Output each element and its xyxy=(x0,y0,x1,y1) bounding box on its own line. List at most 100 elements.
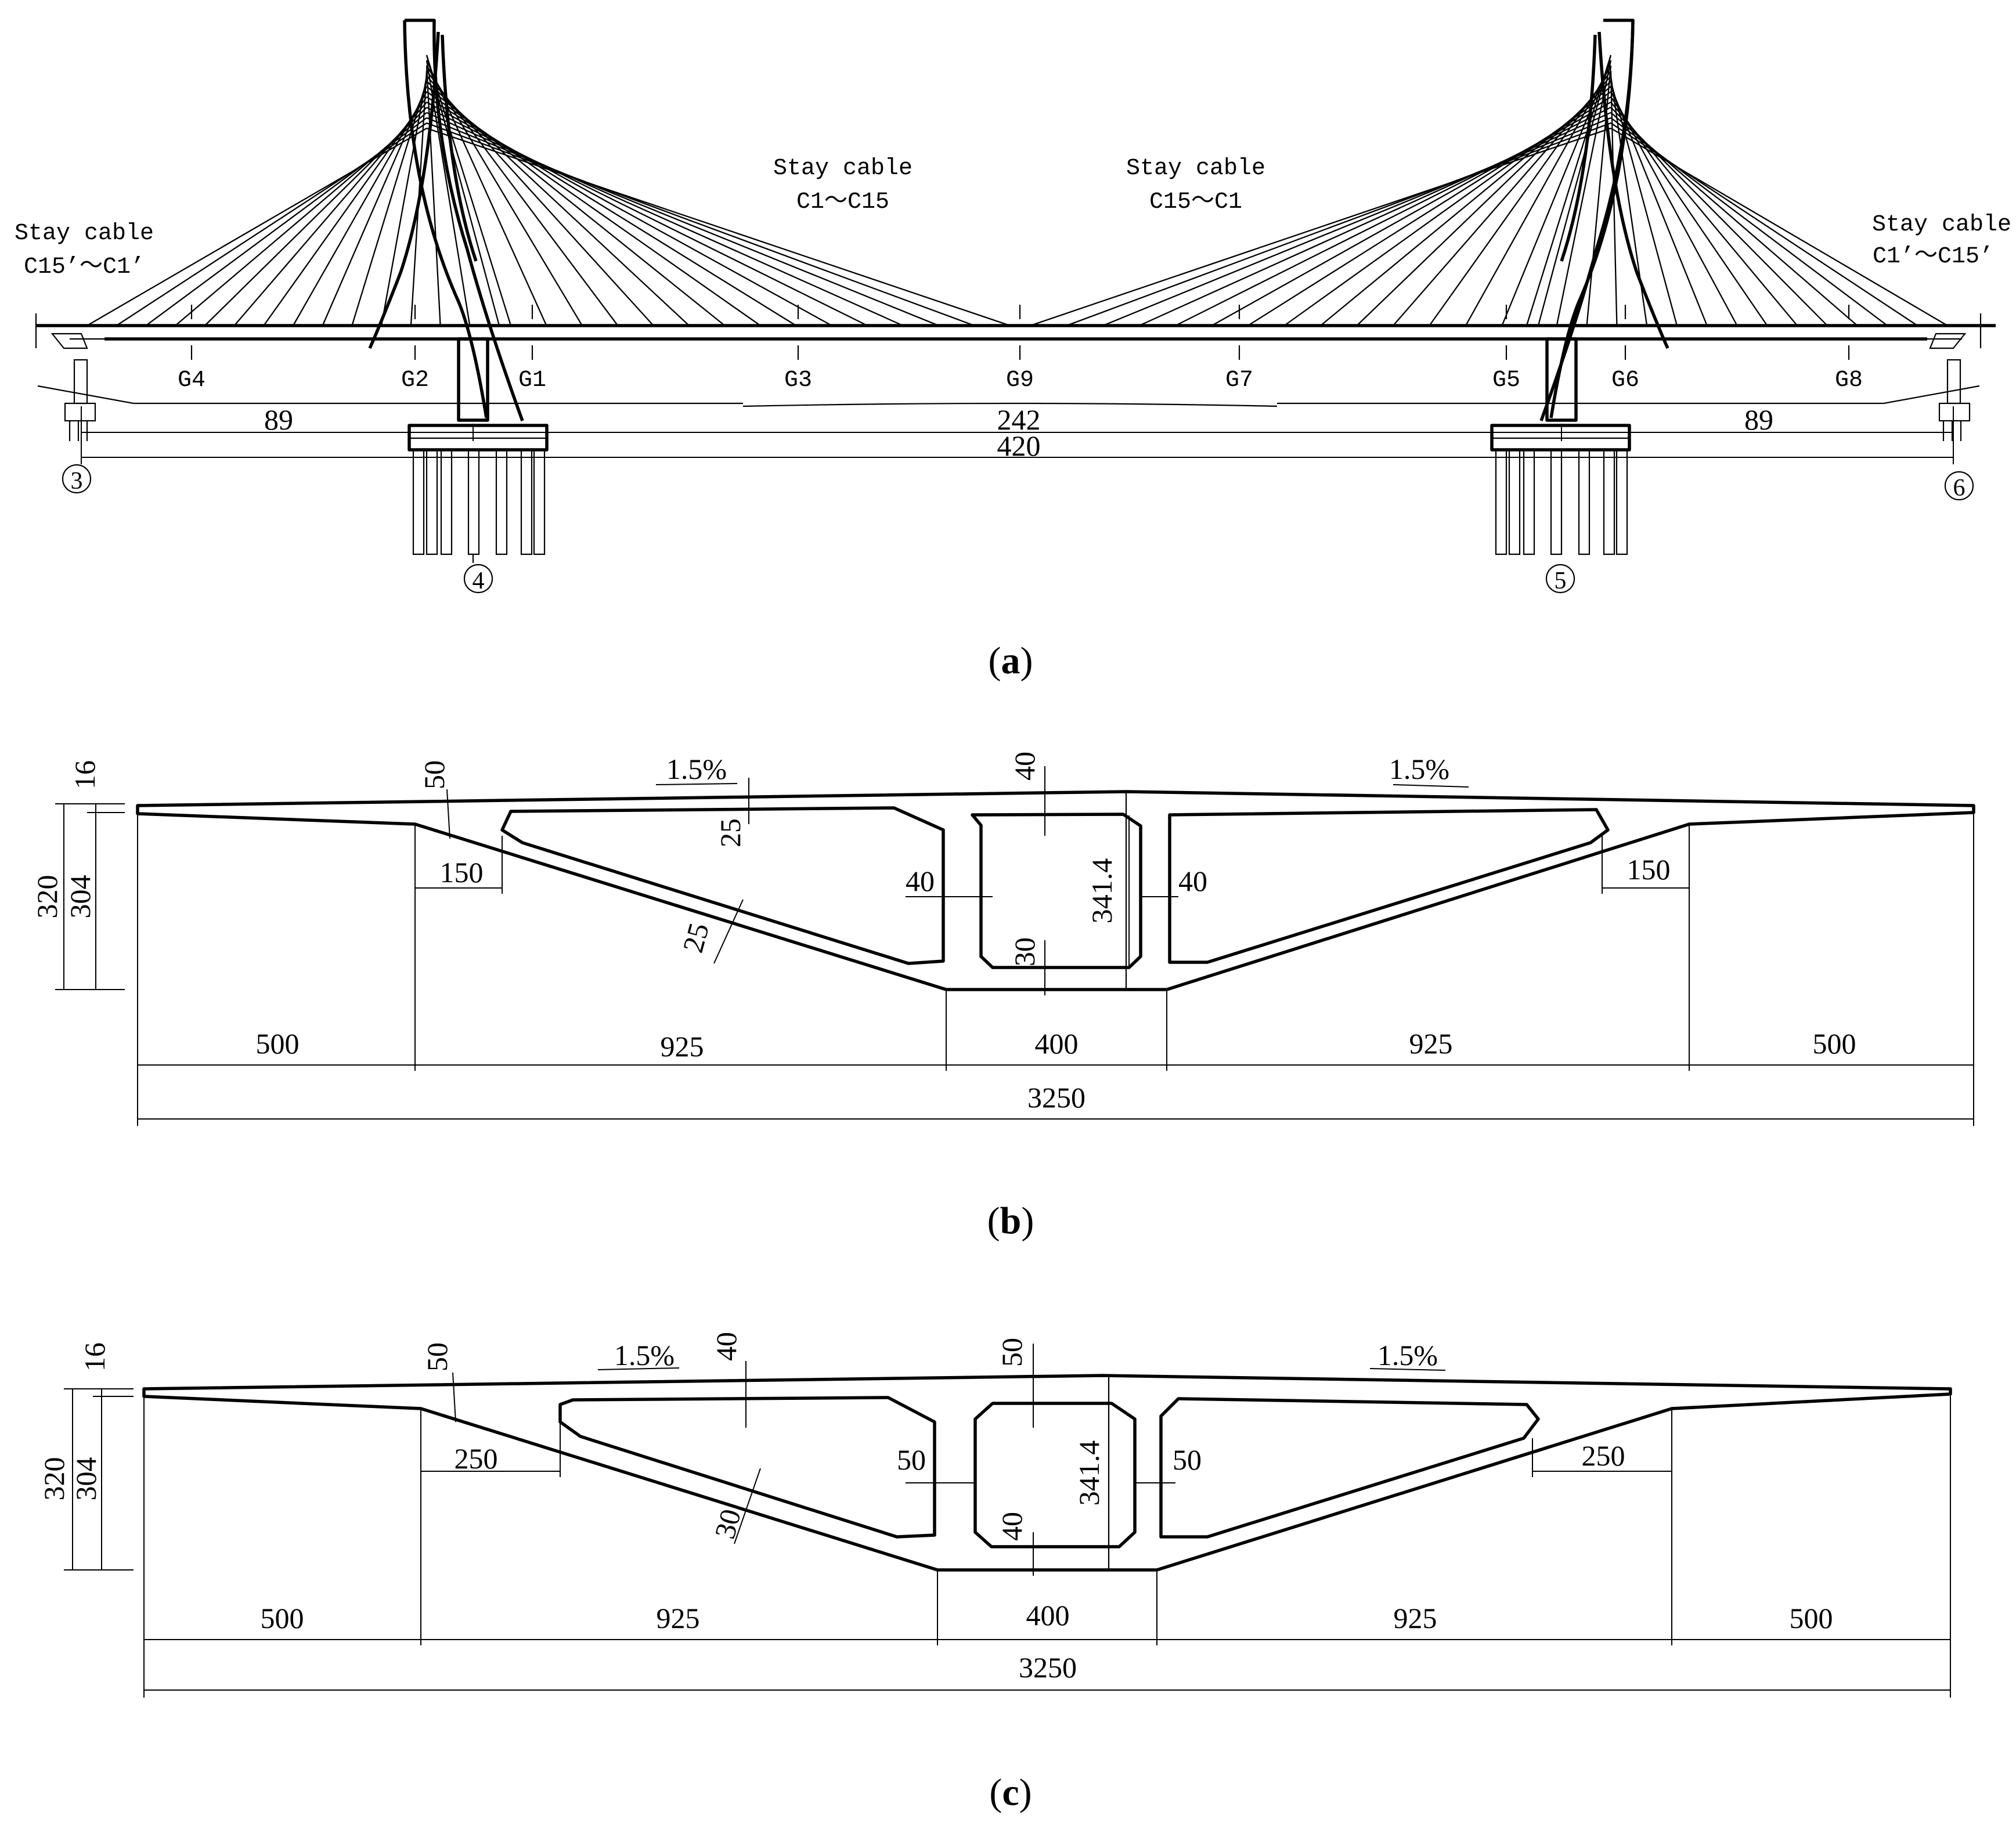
span-total: 420 xyxy=(997,429,1041,462)
dim-top-slab: 50 xyxy=(996,1338,1028,1367)
stay-cable xyxy=(1211,101,1611,327)
stay-cables xyxy=(86,55,1948,327)
cable-label-range: C1～C15 xyxy=(796,189,889,215)
cable-label: Stay cable xyxy=(15,221,154,247)
stay-cable xyxy=(426,91,761,326)
stay-cable xyxy=(116,122,427,326)
dim-flange-root: 50 xyxy=(418,760,450,789)
dim-web-inclined: 30 xyxy=(708,1506,747,1542)
dim-height-web: 304 xyxy=(64,875,96,919)
dim-cantilever-left: 500 xyxy=(261,1602,304,1634)
cable-label-range: C1’～C15’ xyxy=(1873,244,1993,270)
dim-bottom-right: 925 xyxy=(1394,1602,1437,1634)
dim-web-left: 50 xyxy=(897,1443,926,1476)
section-label: G5 xyxy=(1492,367,1520,393)
stay-cable xyxy=(1525,55,1612,326)
dim-cantilever-right: 500 xyxy=(1813,1027,1856,1060)
stay-cable xyxy=(1139,111,1611,327)
stay-cable xyxy=(175,112,427,326)
stay-cable xyxy=(426,65,583,326)
cable-label: Stay cable xyxy=(773,156,913,182)
span-main: 242 xyxy=(997,403,1041,436)
stay-cable xyxy=(1610,128,1948,326)
end-pier-right xyxy=(1938,359,1971,441)
span-right: 89 xyxy=(1744,403,1773,436)
stay-cable xyxy=(1610,122,1918,326)
dim-bottom-slab: 40 xyxy=(996,1512,1028,1541)
pylon-left xyxy=(368,19,549,452)
section-label: G2 xyxy=(401,367,429,393)
stay-cable xyxy=(426,101,832,327)
stay-cable xyxy=(1610,117,1888,326)
cable-labels: Stay cable C15’～C1’ Stay cable C1～C15 St… xyxy=(15,156,2011,280)
pier-number: 5 xyxy=(1555,568,1567,594)
section-labels: G4 G2 G1 G3 G9 G7 G5 G6 G8 xyxy=(178,367,1863,393)
stay-cable xyxy=(322,86,428,326)
dim-web-right: 40 xyxy=(1178,865,1207,897)
pier-number: 4 xyxy=(473,568,485,594)
dim-flange-root: 50 xyxy=(421,1342,453,1371)
end-pier-left xyxy=(64,359,96,441)
cable-label: Stay cable xyxy=(1126,156,1265,182)
stay-cable xyxy=(351,81,428,326)
dim-center: 400 xyxy=(1035,1027,1079,1060)
dim-bottom-left: 925 xyxy=(661,1030,704,1063)
stay-cable xyxy=(145,117,427,326)
span-dimensions: 89 242 89 420 xyxy=(81,403,1954,464)
dim-cell-height: 341.4 xyxy=(1085,858,1118,924)
dim-cantilever-right: 500 xyxy=(1790,1602,1833,1634)
pier-markers: 3 4 5 6 xyxy=(62,464,1974,594)
stay-cable xyxy=(1175,106,1611,327)
elevation-view: G4 G2 G1 G3 G9 G7 G5 G6 G8 Stay cable C1… xyxy=(15,19,2011,682)
section-label: G8 xyxy=(1835,367,1863,393)
stay-cable xyxy=(425,55,512,326)
caption-a: (a) xyxy=(989,640,1033,682)
stay-cable xyxy=(1283,91,1611,326)
cross-section-b: 3250 500 925 400 925 500 320 304 16 1.5%… xyxy=(31,752,1975,1242)
cable-label-range: C15～C1 xyxy=(1149,189,1242,215)
dim-bottom-right: 925 xyxy=(1409,1027,1453,1060)
stay-cable xyxy=(426,122,975,327)
pylon-right xyxy=(1490,19,1669,452)
section-label: G9 xyxy=(1006,367,1034,393)
stay-cable xyxy=(426,127,1011,327)
caption-b: (b) xyxy=(987,1200,1034,1242)
section-label: G1 xyxy=(518,367,546,393)
cable-label-range: C15’～C1’ xyxy=(24,254,145,280)
dim-slope-left: 1.5% xyxy=(666,753,727,785)
dim-slope-right: 1.5% xyxy=(1389,753,1449,785)
dim-top-slab-side: 40 xyxy=(710,1332,742,1361)
pile-group-left xyxy=(412,450,546,555)
dim-flange-tip: 16 xyxy=(68,760,101,789)
dim-web-left: 40 xyxy=(906,865,935,897)
pile-group-right xyxy=(1495,450,1628,555)
deck xyxy=(35,313,1996,407)
stay-cable xyxy=(380,75,428,326)
section-label: G6 xyxy=(1611,367,1639,393)
stay-cable xyxy=(1102,117,1611,327)
dim-bottom-slab: 30 xyxy=(1008,937,1041,966)
stay-cable xyxy=(1556,60,1612,326)
dim-height-web: 304 xyxy=(70,1457,102,1501)
dim-haunch-right: 250 xyxy=(1582,1439,1625,1472)
dim-total-width: 3250 xyxy=(1027,1081,1085,1114)
stay-cable xyxy=(1030,127,1611,327)
stay-cable xyxy=(426,96,797,326)
dim-bottom-left: 925 xyxy=(657,1602,700,1634)
dim-cell-height: 341.4 xyxy=(1073,1441,1105,1506)
dim-slope-left: 1.5% xyxy=(614,1339,675,1371)
cable-label: Stay cable xyxy=(1872,212,2011,238)
dim-cantilever-left: 500 xyxy=(256,1027,300,1060)
stay-cable xyxy=(1066,122,1611,327)
dim-haunch-right: 150 xyxy=(1627,853,1671,886)
section-label: G7 xyxy=(1225,367,1253,393)
stay-cable xyxy=(1247,96,1611,326)
dim-top-slab: 40 xyxy=(1008,752,1041,781)
dim-flange-tip: 16 xyxy=(78,1342,111,1371)
section-marks xyxy=(190,305,1850,360)
span-left: 89 xyxy=(264,403,293,436)
stay-cable xyxy=(426,117,939,327)
dim-haunch-left: 250 xyxy=(455,1442,498,1475)
cross-section-c: 3250 500 925 400 925 500 320 304 16 1.5%… xyxy=(38,1332,1952,1814)
